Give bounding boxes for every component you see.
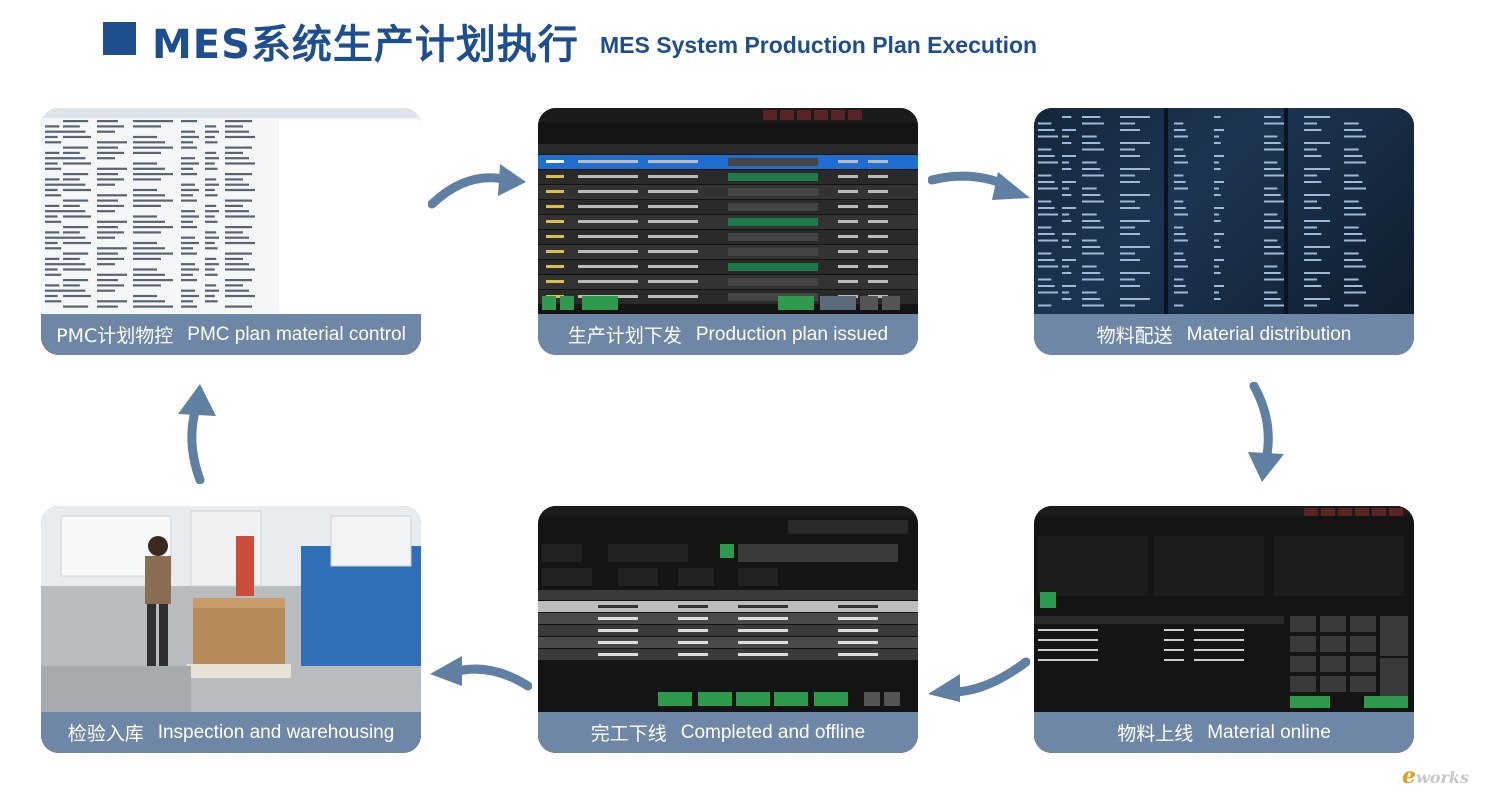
keypad-key bbox=[1290, 636, 1316, 652]
keypad-key bbox=[1350, 636, 1376, 652]
top-bar bbox=[538, 506, 918, 516]
toolbar-button bbox=[797, 110, 811, 120]
arrow-right-icon bbox=[928, 171, 1030, 200]
step-caption: 完工下线 Completed and offline bbox=[538, 712, 918, 753]
green-button bbox=[658, 692, 692, 706]
completed-screenshot bbox=[538, 506, 918, 712]
step-card-pmc: PMC计划物控 PMC plan material control bbox=[41, 108, 421, 355]
toolbar-button bbox=[1355, 508, 1369, 516]
toolbar-button bbox=[780, 110, 794, 120]
nav-button bbox=[860, 296, 878, 310]
table-header bbox=[538, 590, 918, 600]
green-button bbox=[736, 692, 770, 706]
step-card-inspection: 检验入库 Inspection and warehousing bbox=[41, 506, 421, 753]
keypad-key bbox=[1350, 656, 1376, 672]
arrow-right-icon bbox=[428, 164, 526, 209]
arrow-left-icon bbox=[928, 657, 1030, 702]
keypad-key bbox=[1350, 616, 1376, 632]
distribution-screenshot bbox=[1034, 108, 1414, 314]
sheet-toolbar bbox=[41, 108, 421, 118]
table-row bbox=[538, 613, 918, 624]
field-box bbox=[738, 568, 778, 586]
step-caption: 生产计划下发 Production plan issued bbox=[538, 314, 918, 355]
toolbar-button bbox=[1321, 508, 1335, 516]
green-button bbox=[774, 692, 808, 706]
green-button bbox=[814, 692, 848, 706]
field-box bbox=[542, 568, 592, 586]
material-online-screenshot bbox=[1034, 506, 1414, 712]
keypad-key bbox=[1380, 616, 1408, 656]
form-panel bbox=[1274, 536, 1404, 596]
toolbar-button bbox=[831, 110, 845, 120]
step-caption: PMC计划物控 PMC plan material control bbox=[41, 314, 421, 355]
field-box bbox=[608, 544, 688, 562]
keypad-key bbox=[1320, 616, 1346, 632]
product-info bbox=[738, 544, 898, 562]
table-row bbox=[538, 625, 918, 636]
top-bar bbox=[1034, 506, 1414, 516]
table-row bbox=[538, 649, 918, 660]
arrow-up-icon bbox=[178, 384, 216, 484]
step-card-material-online: 物料上线 Material online bbox=[1034, 506, 1414, 753]
nav-button bbox=[864, 692, 880, 706]
step-card-material-distribution: 物料配送 Material distribution bbox=[1034, 108, 1414, 355]
keypad-key bbox=[1290, 656, 1316, 672]
field-box bbox=[678, 568, 714, 586]
field-box bbox=[542, 544, 582, 562]
field-box bbox=[618, 568, 658, 586]
sheet-blank-area bbox=[279, 120, 421, 314]
nav-button bbox=[882, 296, 900, 310]
step-caption: 检验入库 Inspection and warehousing bbox=[41, 712, 421, 753]
window-frame bbox=[1284, 108, 1288, 314]
green-button bbox=[560, 296, 574, 310]
arrow-down-icon bbox=[1248, 382, 1284, 482]
green-button bbox=[778, 296, 814, 310]
page-subtitle: MES System Production Plan Execution bbox=[600, 32, 1038, 58]
product-badge bbox=[720, 544, 734, 558]
toolbar-button bbox=[1338, 508, 1352, 516]
green-button bbox=[582, 296, 618, 310]
arrow-left-icon bbox=[430, 656, 532, 691]
step-caption: 物料上线 Material online bbox=[1034, 712, 1414, 753]
toolbar-button bbox=[814, 110, 828, 120]
plan-table-screenshot bbox=[538, 108, 918, 314]
table-row bbox=[538, 601, 918, 612]
spreadsheet-screenshot bbox=[41, 108, 421, 314]
keypad-key bbox=[1320, 676, 1346, 692]
green-button bbox=[542, 296, 556, 310]
step-card-completed: 完工下线 Completed and offline bbox=[538, 506, 918, 753]
form-panel bbox=[1038, 536, 1148, 596]
green-button bbox=[698, 692, 732, 706]
eworks-logo: eworks bbox=[1402, 763, 1469, 789]
nav-button bbox=[884, 692, 900, 706]
warehouse-photo bbox=[41, 506, 421, 712]
search-box bbox=[788, 520, 908, 534]
page-title: MES系统生产计划执行 bbox=[152, 22, 579, 68]
keypad-key bbox=[1320, 636, 1346, 652]
keypad-key bbox=[1350, 676, 1376, 692]
keypad-key bbox=[1380, 658, 1408, 696]
window-frame bbox=[1164, 108, 1168, 314]
green-button bbox=[1364, 696, 1408, 708]
step-caption: 物料配送 Material distribution bbox=[1034, 314, 1414, 355]
toolbar-button bbox=[1389, 508, 1403, 516]
table-row bbox=[538, 637, 918, 648]
title-square-icon bbox=[103, 22, 136, 55]
step-card-plan-issued: 生产计划下发 Production plan issued bbox=[538, 108, 918, 355]
toolbar-button bbox=[848, 110, 862, 120]
toolbar-button bbox=[1372, 508, 1386, 516]
table-header bbox=[538, 144, 918, 154]
keypad-key bbox=[1290, 616, 1316, 632]
toolbar-button bbox=[1304, 508, 1318, 516]
product-badge bbox=[1040, 592, 1056, 608]
keypad-key bbox=[1290, 676, 1316, 692]
table-header bbox=[1034, 616, 1284, 624]
toolbar-button bbox=[763, 110, 777, 120]
grey-button bbox=[820, 296, 856, 310]
keypad-key bbox=[1320, 656, 1346, 672]
form-panel bbox=[1154, 536, 1264, 596]
green-button bbox=[1290, 696, 1330, 708]
